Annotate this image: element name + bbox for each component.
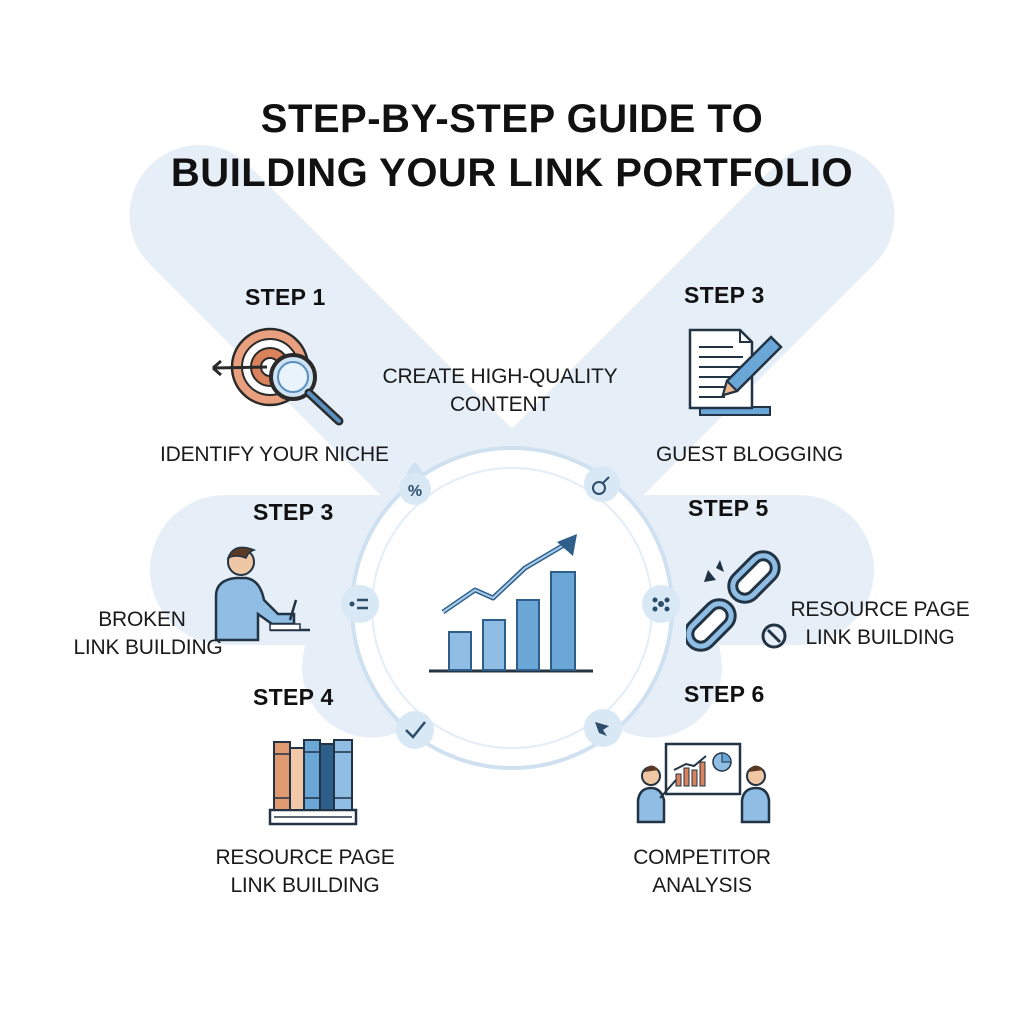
step-label-bottom-left: STEP 4: [253, 684, 334, 710]
title-line-2: BUILDING YOUR LINK PORTFOLIO: [170, 151, 854, 195]
step-label-top-left: STEP 1: [245, 284, 326, 310]
step-label-bottom-right: STEP 6: [684, 681, 765, 707]
badge-bottom-left: [396, 711, 434, 749]
caption-resource-page-right: RESOURCE PAGE LINK BUILDING: [790, 598, 970, 649]
caption-competitor-analysis: COMPETITOR ANALYSIS: [633, 846, 771, 897]
title-line-1: STEP-BY-STEP GUIDE TO: [260, 97, 764, 141]
connector-badges: %: [341, 462, 680, 749]
growth-bar-chart-icon: [429, 534, 593, 673]
growth-arrow-head: [557, 534, 577, 556]
step-label-mid-right: STEP 5: [688, 495, 769, 521]
growth-bar-4: [550, 571, 576, 671]
presentation-chart-icon: [636, 742, 771, 824]
caption-create-content: CREATE HIGH-QUALITY CONTENT: [382, 365, 618, 416]
badge-top-left: %: [399, 462, 431, 505]
badge-right: [642, 585, 680, 623]
broken-chain-icon: [686, 550, 787, 652]
badge-top-right: [584, 466, 620, 502]
books-icon: [268, 739, 358, 826]
growth-bar-1: [448, 631, 472, 671]
document-pen-icon: [688, 328, 783, 416]
person-writing-icon: [214, 546, 310, 642]
step-label-mid-left: STEP 3: [253, 499, 334, 525]
growth-bar-3: [516, 599, 540, 671]
page-title: STEP-BY-STEP GUIDE TO BUILDING YOUR LINK…: [0, 92, 1024, 200]
badge-bottom-right: [584, 709, 622, 747]
badge-left: [341, 585, 379, 623]
caption-guest-blogging: GUEST BLOGGING: [656, 443, 844, 466]
svg-text:%: %: [408, 483, 422, 500]
target-magnifier-icon: [212, 327, 344, 426]
caption-broken-link-building: BROKEN LINK BUILDING: [73, 608, 223, 659]
step-label-top-right: STEP 3: [684, 282, 765, 308]
growth-bar-2: [482, 619, 506, 671]
caption-resource-page-bottom: RESOURCE PAGE LINK BUILDING: [215, 846, 395, 897]
caption-identify-niche: IDENTIFY YOUR NICHE: [160, 443, 389, 466]
